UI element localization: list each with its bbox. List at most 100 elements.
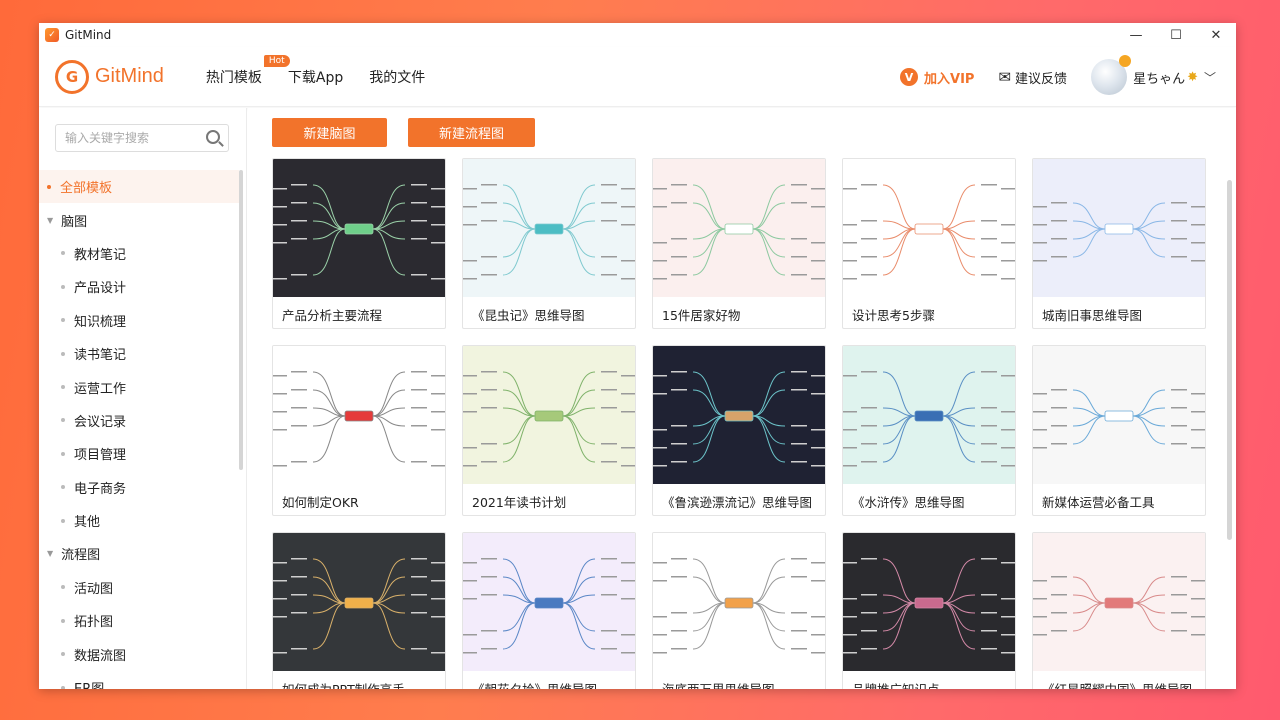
window-title: GitMind xyxy=(65,28,112,42)
template-title: 海底两万里思维导图 xyxy=(662,679,775,689)
template-thumbnail xyxy=(1033,533,1205,671)
search-box xyxy=(55,124,229,152)
nav-download-app[interactable]: 下载App xyxy=(287,69,344,86)
template-thumbnail xyxy=(1033,346,1205,484)
user-menu[interactable]: 星ちゃん ✸ ﹀ xyxy=(1091,55,1216,95)
user-name: 星ちゃん xyxy=(1133,71,1186,87)
template-card[interactable]: 15件居家好物 xyxy=(652,158,826,329)
mindmap-preview xyxy=(843,346,1015,484)
sidebar-item[interactable]: 全部模板 xyxy=(39,170,239,204)
sidebar-item-label: 运营工作 xyxy=(74,381,127,397)
template-title: 新媒体运营必备工具 xyxy=(1042,495,1155,510)
template-card[interactable]: 《水浒传》思维导图 xyxy=(842,345,1016,516)
mindmap-preview xyxy=(463,159,635,297)
sidebar-item-label: 产品设计 xyxy=(74,281,127,297)
template-title: 如何成为PPT制作高手 xyxy=(282,679,405,689)
template-title: 《鲁滨逊漂流记》思维导图 xyxy=(662,495,813,510)
app-window: ✓ GitMind — ☐ ✕ G GitMind 热门模板 Hot 下载App… xyxy=(39,23,1236,689)
template-card[interactable]: 《昆虫记》思维导图 xyxy=(462,158,636,329)
template-thumbnail xyxy=(273,159,445,297)
close-button[interactable]: ✕ xyxy=(1210,27,1222,43)
nav-hot-templates[interactable]: 热门模板 Hot xyxy=(206,54,290,87)
template-thumbnail xyxy=(463,159,635,297)
sidebar-item-label: 教材笔记 xyxy=(74,247,127,263)
bullet-icon xyxy=(61,284,65,289)
template-card[interactable]: 产品分析主要流程 xyxy=(272,158,446,329)
bullet-icon xyxy=(61,652,65,657)
sidebar-item-label: 全部模板 xyxy=(60,181,113,197)
template-card[interactable]: 海底两万里思维导图 xyxy=(652,532,826,689)
mindmap-preview xyxy=(273,159,445,297)
sidebar-item[interactable]: ER图 xyxy=(39,671,239,689)
sidebar-item[interactable]: 读书笔记 xyxy=(39,337,239,370)
sidebar-item[interactable]: 会议记录 xyxy=(39,404,239,437)
bullet-icon xyxy=(61,485,65,490)
mindmap-preview xyxy=(1033,346,1205,484)
sidebar-item-label: 会议记录 xyxy=(74,414,127,430)
sidebar-item[interactable]: 拓扑图 xyxy=(39,604,239,637)
nav-my-files[interactable]: 我的文件 xyxy=(369,69,426,86)
bullet-icon xyxy=(61,351,65,356)
sidebar-item[interactable]: 电子商务 xyxy=(39,471,239,504)
bullet-icon xyxy=(47,184,51,189)
template-thumbnail xyxy=(273,533,445,671)
template-title: 2021年读书计划 xyxy=(472,495,567,510)
bullet-icon xyxy=(61,385,65,390)
template-card[interactable]: 《朝花夕拾》思维导图 xyxy=(462,532,636,689)
minimize-button[interactable]: — xyxy=(1129,27,1143,43)
template-card[interactable]: 如何成为PPT制作高手 xyxy=(272,532,446,689)
new-flowchart-button[interactable]: 新建流程图 xyxy=(408,118,535,147)
sidebar-item[interactable]: ▼脑图 xyxy=(39,203,239,236)
template-card[interactable]: 品牌推广知识点 xyxy=(842,532,1016,689)
vip-crown-icon: V xyxy=(900,68,919,86)
gitmind-app-icon: ✓ xyxy=(45,28,59,42)
sidebar-item-label: ER图 xyxy=(74,678,104,689)
sidebar-item[interactable]: 产品设计 xyxy=(39,270,239,303)
template-card[interactable]: 《红星照耀中国》思维导图 xyxy=(1032,532,1206,689)
vip-label: 加入VIP xyxy=(924,71,975,87)
template-thumbnail xyxy=(463,533,635,671)
feedback-button[interactable]: ✉ 建议反馈 xyxy=(998,68,1067,87)
sidebar-item[interactable]: 其他 xyxy=(39,504,239,537)
template-card[interactable]: 新媒体运营必备工具 xyxy=(1032,345,1206,516)
template-title: 品牌推广知识点 xyxy=(852,679,940,689)
sidebar-item-label: 项目管理 xyxy=(74,448,127,464)
template-card[interactable]: 《鲁滨逊漂流记》思维导图 xyxy=(652,345,826,516)
sidebar-item[interactable]: 知识梳理 xyxy=(39,304,239,337)
feedback-label: 建议反馈 xyxy=(1015,71,1068,87)
mindmap-preview xyxy=(1033,533,1205,671)
template-card[interactable]: 城南旧事思维导图 xyxy=(1032,158,1206,329)
sidebar-scrollbar[interactable] xyxy=(239,170,243,470)
sidebar-item[interactable]: 运营工作 xyxy=(39,370,239,403)
template-card[interactable]: 2021年读书计划 xyxy=(462,345,636,516)
search-input[interactable] xyxy=(65,131,205,145)
sun-icon: ✸ xyxy=(1187,69,1198,85)
gitmind-logo[interactable]: G GitMind xyxy=(55,59,164,94)
template-title: 《红星照耀中国》思维导图 xyxy=(1042,679,1192,689)
sidebar-item[interactable]: ▼流程图 xyxy=(39,537,239,570)
bullet-icon xyxy=(61,585,65,590)
mindmap-preview xyxy=(463,533,635,671)
sidebar-item[interactable]: 活动图 xyxy=(39,571,239,604)
mindmap-preview xyxy=(273,533,445,671)
sidebar-item[interactable]: 项目管理 xyxy=(39,437,239,470)
sidebar-item[interactable]: 数据流图 xyxy=(39,637,239,670)
template-card[interactable]: 如何制定OKR xyxy=(272,345,446,516)
main-scrollbar[interactable] xyxy=(1227,180,1232,540)
join-vip-button[interactable]: V 加入VIP xyxy=(900,68,974,87)
category-tree: 全部模板 ▼脑图教材笔记产品设计知识梳理读书笔记运营工作会议记录项目管理电子商务其… xyxy=(39,170,239,689)
sidebar-item-label: 流程图 xyxy=(61,548,101,564)
template-title: 设计思考5步骤 xyxy=(852,308,935,323)
template-title: 城南旧事思维导图 xyxy=(1042,308,1143,323)
new-mindmap-button[interactable]: 新建脑图 xyxy=(272,118,387,147)
template-thumbnail xyxy=(843,159,1015,297)
mindmap-preview xyxy=(843,159,1015,297)
search-icon[interactable] xyxy=(206,130,220,144)
template-card[interactable]: 设计思考5步骤 xyxy=(842,158,1016,329)
template-thumbnail xyxy=(653,159,825,297)
maximize-button[interactable]: ☐ xyxy=(1170,27,1182,43)
sidebar-item-label: 知识梳理 xyxy=(74,314,127,330)
gitmind-logo-icon: G xyxy=(55,59,89,94)
sidebar-item[interactable]: 教材笔记 xyxy=(39,237,239,270)
